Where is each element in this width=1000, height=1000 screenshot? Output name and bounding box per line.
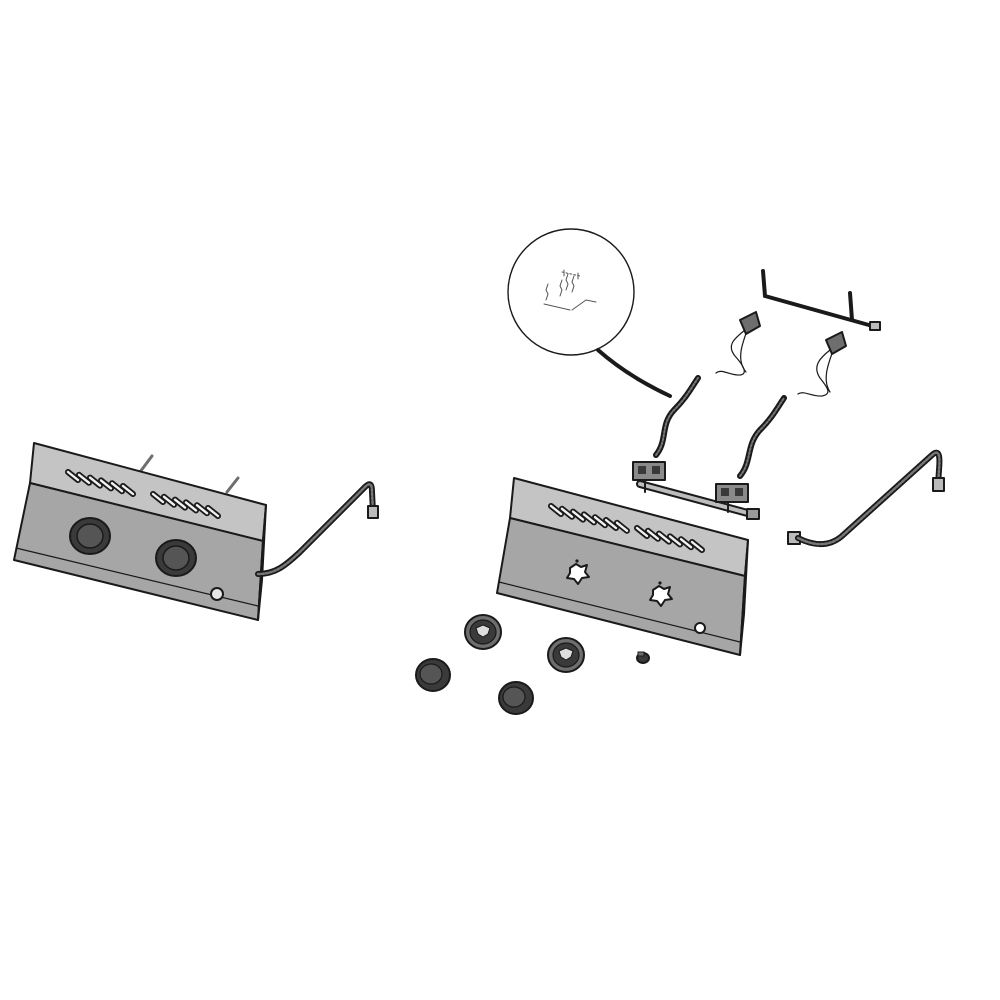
assembled-panel-side [257, 504, 267, 621]
igniter-button [636, 651, 650, 664]
vent-slot-highlight [110, 482, 124, 493]
assembled-control-panel [13, 442, 379, 621]
vent-slot-highlight [549, 504, 563, 516]
vent-slot-highlight [615, 521, 629, 532]
vent-slot-highlight [206, 506, 220, 518]
assembled-knob-right [155, 539, 197, 577]
assembled-igniter-button [210, 587, 224, 601]
panel-valve-hole-left [566, 559, 590, 585]
vent-slot-highlight [690, 540, 704, 552]
panel-igniter-hole [694, 622, 706, 634]
crossover-rod [761, 269, 881, 331]
gas-manifold [636, 480, 760, 520]
assembled-gas-hose [255, 481, 379, 577]
vent-slot-highlight [195, 504, 209, 515]
vent-slot-highlight [635, 526, 649, 538]
vent-slot-highlight [593, 516, 607, 527]
vent-slot-highlight [657, 532, 671, 543]
vent-slot-highlight [173, 498, 187, 509]
knob-bezel-right [547, 637, 585, 673]
vent-slot-highlight [560, 507, 574, 518]
knob-bezel-left [464, 614, 502, 650]
vent-slot-highlight [604, 518, 618, 530]
vent-slot-highlight [99, 479, 113, 490]
vent-slot-highlight [66, 470, 80, 482]
gas-valve-left [632, 461, 666, 493]
panel-valve-hole-right [649, 581, 673, 607]
vent-slot-highlight [184, 501, 198, 512]
electrode-wire-left [715, 311, 761, 376]
vent-slot-highlight [571, 510, 585, 521]
vent-slot-highlight [151, 492, 165, 504]
main-gas-hose [787, 449, 945, 548]
vent-slot-highlight [646, 529, 660, 540]
callout-detail-sketch [543, 269, 597, 311]
control-knob-right [498, 681, 534, 715]
detail-callout [507, 228, 672, 398]
vent-slot-highlight [77, 473, 91, 484]
vent-slot-highlight [121, 484, 135, 496]
vent-slot-highlight [162, 495, 176, 506]
control-knob-left [415, 658, 451, 692]
assembled-vent-slots [65, 469, 221, 519]
exploded-vent-slots [548, 503, 705, 553]
assembled-knob-left [69, 517, 111, 555]
exploded-control-panel [496, 477, 749, 656]
vent-slot-highlight [679, 538, 693, 549]
gas-valve-right [715, 483, 749, 513]
vent-slot-highlight [88, 476, 102, 487]
valve-feed-tube-left [653, 375, 701, 458]
vent-slot-highlight [668, 535, 682, 546]
vent-slot-highlight [582, 513, 596, 524]
rear-valve-stems [138, 454, 240, 494]
electrode-wire-right [797, 331, 847, 397]
exploded-panel-side [739, 539, 749, 656]
valve-feed-tube-right [737, 395, 787, 479]
